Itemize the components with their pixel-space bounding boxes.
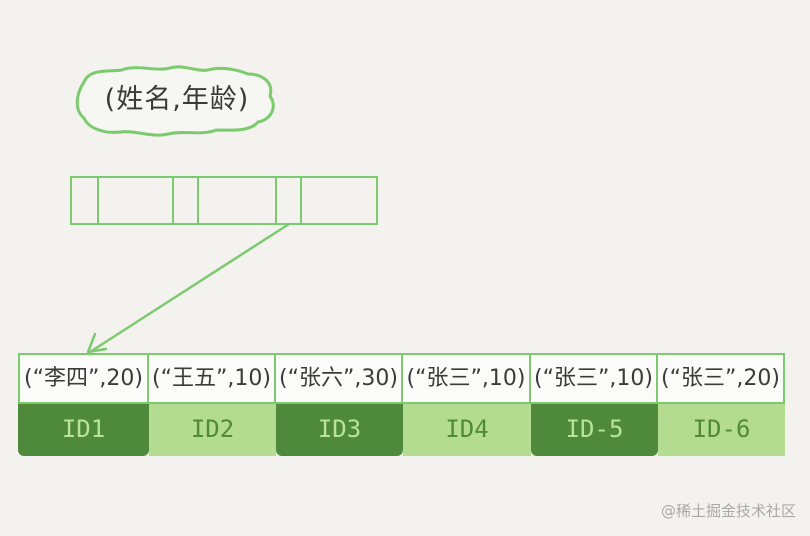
index-slot-divider	[172, 178, 174, 223]
primary-key-cell: ID-6	[658, 404, 785, 456]
primary-key-cell: ID1	[18, 404, 149, 456]
tuple-cell: (“王五”,10)	[147, 353, 276, 404]
tuple-cell: (“张三”,10)	[401, 353, 531, 404]
index-columns-label: (姓名,年龄)	[104, 84, 250, 115]
secondary-index-bar	[70, 176, 378, 225]
tuple-cell: (“李四”,20)	[18, 353, 149, 404]
watermark: @稀土掘金技术社区	[660, 502, 796, 520]
primary-key-cell: ID-5	[531, 404, 658, 456]
index-slot-divider	[197, 178, 199, 223]
tuple-cell: (“张六”,30)	[274, 353, 403, 404]
cloud-bubble-icon	[75, 65, 275, 137]
primary-key-cell: ID4	[403, 404, 531, 456]
tuple-cell: (“张三”,20)	[656, 353, 785, 404]
index-slot-divider	[275, 178, 277, 223]
index-slot-divider	[97, 178, 99, 223]
index-slot-divider	[300, 178, 302, 223]
tuple-cell: (“张三”,10)	[529, 353, 658, 404]
primary-key-cell: ID3	[276, 404, 403, 456]
primary-key-cell: ID2	[149, 404, 276, 456]
